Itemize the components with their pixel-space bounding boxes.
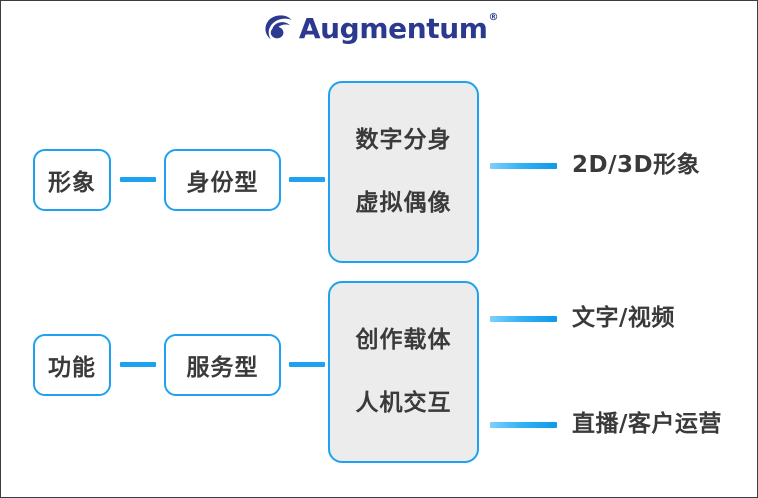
panel-item-human-machine-interaction: 人机交互	[355, 390, 452, 416]
node-level2-identity-label: 身份型	[186, 170, 259, 196]
panel-item-virtual-idol: 虚拟偶像	[355, 190, 452, 216]
spiral-swirl-icon	[265, 15, 292, 40]
leaf-label-livestream-customer-ops: 直播/客户运营	[572, 411, 722, 437]
panel-identity-types[interactable]: 数字分身 虚拟偶像	[328, 81, 479, 263]
connector-panel-to-2d3d	[490, 163, 557, 169]
connector-service-to-panel	[289, 362, 325, 367]
panel-service-types[interactable]: 创作载体 人机交互	[328, 281, 479, 463]
brand-name: Augmentum	[298, 12, 488, 45]
connector-panel-to-livestream	[490, 422, 557, 428]
brand-name-wrap: Augmentum®	[298, 11, 499, 45]
node-level2-service-label: 服务型	[186, 355, 259, 381]
leaf-label-text-video: 文字/视频	[572, 305, 675, 331]
connector-identity-to-panel	[289, 177, 325, 182]
registered-trademark-icon: ®	[488, 11, 499, 23]
leaf-label-2d3d-image: 2D/3D形象	[572, 152, 701, 178]
panel-item-creation-medium: 创作载体	[355, 327, 452, 353]
brand-logo: Augmentum®	[1, 11, 757, 45]
node-level1-image-label: 形象	[48, 170, 96, 196]
node-level1-image[interactable]: 形象	[33, 149, 111, 211]
connector-function-to-service	[120, 362, 156, 367]
panel-item-digital-avatar: 数字分身	[355, 127, 452, 153]
connector-panel-to-text-video	[490, 316, 557, 322]
node-level2-identity[interactable]: 身份型	[164, 149, 281, 211]
node-level1-function-label: 功能	[48, 355, 96, 381]
node-level1-function[interactable]: 功能	[33, 334, 111, 396]
node-level2-service[interactable]: 服务型	[164, 334, 281, 396]
connector-image-to-identity	[120, 177, 156, 182]
